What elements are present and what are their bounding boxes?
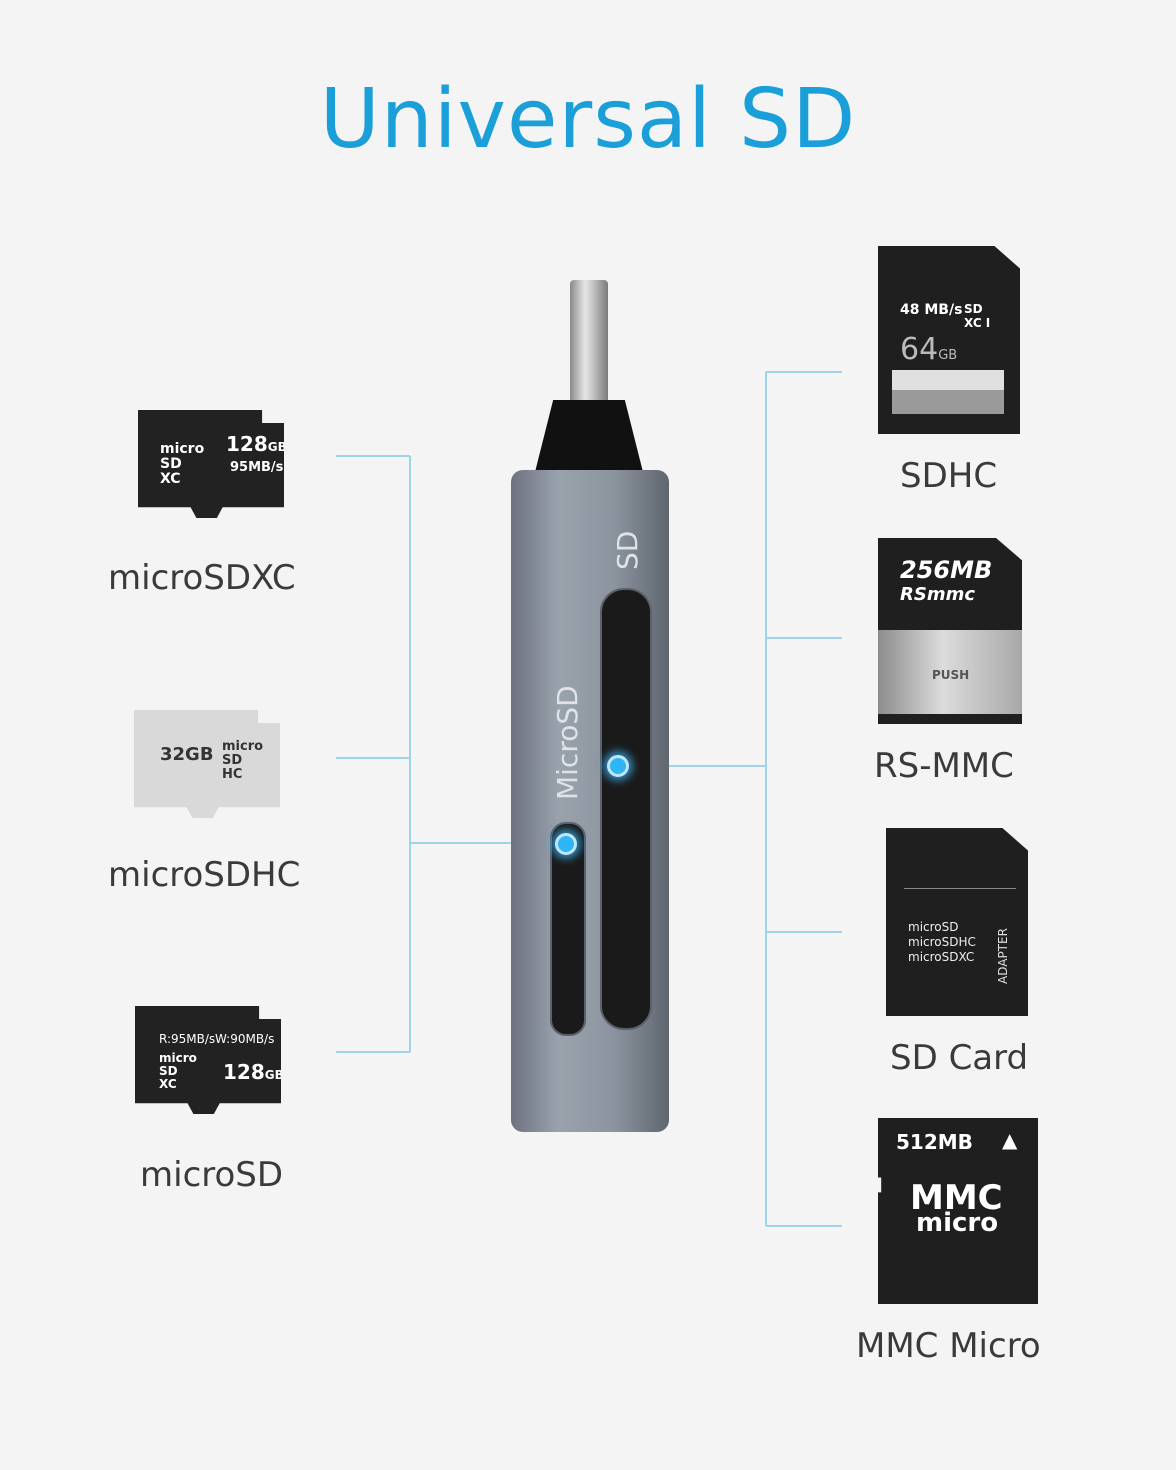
capacity: 512MB (896, 1130, 973, 1154)
sd-led-indicator (607, 755, 629, 777)
usb-c-plug (570, 280, 608, 410)
card-rs-mmc: 256MB RSmmc PUSH (878, 538, 1022, 724)
compatibility-list: microSD microSDHC microSDXC (908, 920, 976, 964)
metal-extension (878, 630, 1022, 714)
label-microsdxc: microSDXC (108, 558, 296, 598)
card-mmc-micro: 512MB ▲ MMC micro (878, 1118, 1038, 1304)
capacity: 128GB (226, 432, 287, 456)
microsd-logo: micro SD XC (160, 441, 205, 487)
capacity: 64GB (900, 332, 958, 367)
sd-logo: SD XC I (964, 302, 991, 330)
capacity: 32GB (160, 744, 214, 765)
speed: 95MB/s (230, 460, 284, 475)
microsd-logo: micro SD XC (159, 1051, 197, 1091)
write-speed: W:90MB/s (215, 1032, 275, 1046)
sd-slot (600, 588, 652, 1030)
card-microsdhc: 32GB micro SD HC (134, 710, 280, 818)
brand: RSmmc (900, 584, 976, 605)
brand-bottom: micro (916, 1208, 999, 1238)
speed: 48 MB/s (900, 302, 963, 318)
capacity: 256MB (900, 556, 993, 584)
label-mmc-micro: MMC Micro (856, 1326, 1041, 1366)
push-label: PUSH (932, 668, 970, 682)
plug-neck (533, 400, 645, 480)
label-sd-card: SD Card (890, 1038, 1029, 1078)
microsd-logo: micro SD HC (222, 739, 264, 782)
card-sdhc: 48 MB/s SD XC I 64GB (878, 246, 1020, 434)
microsd-slot-label: MicroSD (551, 685, 584, 800)
arrow-up-icon: ▲ (1002, 1128, 1018, 1152)
label-rs-mmc: RS-MMC (874, 746, 1014, 786)
label-microsd: microSD (140, 1155, 284, 1195)
microsd-slot (550, 822, 586, 1036)
page-title: Universal SD (319, 72, 857, 167)
label-sdhc: SDHC (900, 456, 998, 496)
capacity: 128GB (223, 1060, 284, 1084)
label-microsdhc: microSDHC (108, 855, 301, 895)
reader-body: SD MicroSD (511, 470, 669, 1132)
sd-slot-label: SD (611, 530, 644, 570)
label-stripe (892, 370, 1004, 414)
card-microsdxc: micro SD XC 128GB 95MB/s (138, 410, 284, 518)
card-sd-adapter: microSD microSDHC microSDXC ADAPTER (886, 828, 1028, 1016)
card-microsd: R:95MB/s W:90MB/s micro SD XC 128GB (135, 1006, 281, 1114)
divider (904, 888, 1016, 889)
microsd-led-indicator (555, 833, 577, 855)
adapter-label: ADAPTER (996, 928, 1010, 984)
brand-top: MMC (910, 1178, 1003, 1218)
read-speed: R:95MB/s (159, 1032, 216, 1046)
